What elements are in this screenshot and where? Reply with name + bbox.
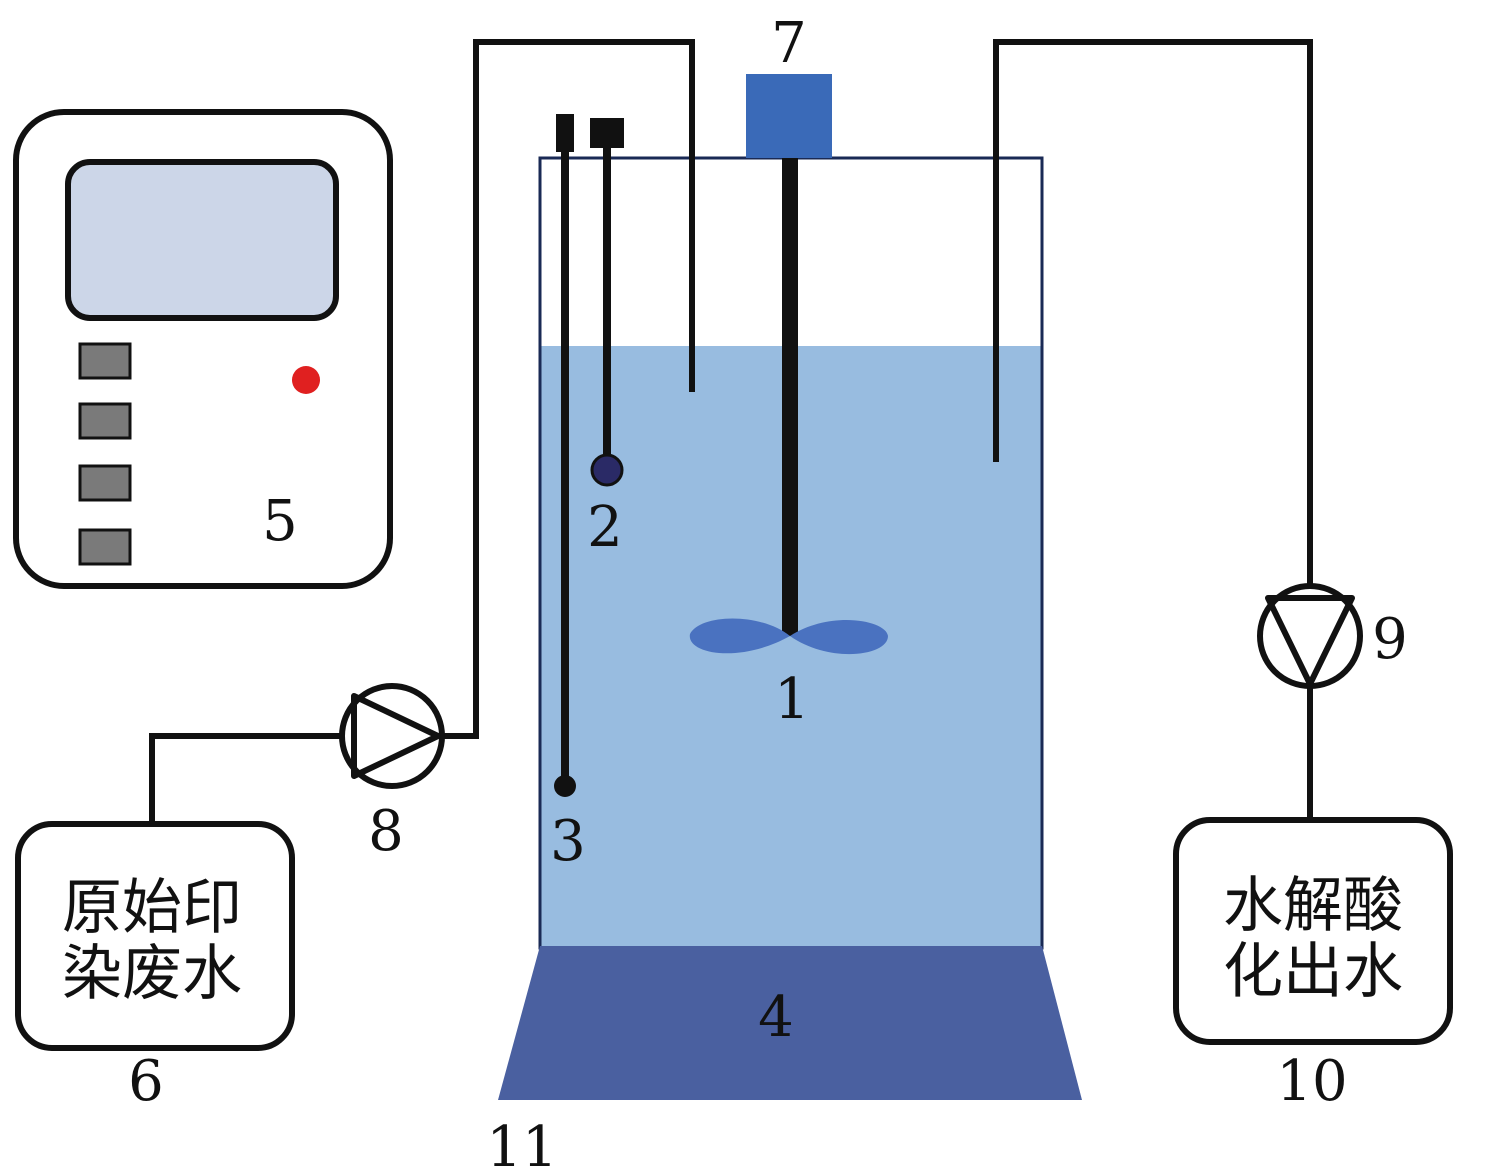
probe-3-rod xyxy=(561,150,569,786)
label-1: 1 xyxy=(774,667,810,732)
label-6: 6 xyxy=(128,1049,164,1114)
label-7: 7 xyxy=(771,11,807,76)
effluent-pump xyxy=(1257,583,1363,689)
probe-2-cap xyxy=(590,118,624,148)
effluent-pipe-inlet xyxy=(993,39,1313,586)
controller-button xyxy=(78,402,132,440)
raw-tank-box xyxy=(15,821,295,1051)
stirrer-motor xyxy=(746,74,832,158)
controller-screen xyxy=(65,159,339,321)
raw-tank-text-line2: 染废水 xyxy=(62,939,242,1009)
effluent-tank-text-line2: 化出水 xyxy=(1223,937,1403,1007)
probe-3-cap xyxy=(556,114,574,152)
effluent-line: 9 xyxy=(993,39,1408,824)
influent-line: 8 xyxy=(149,39,695,864)
pump-9-arrow-icon xyxy=(1265,595,1355,687)
stirrer-shaft xyxy=(782,158,798,636)
stirrer-assembly: 7 1 xyxy=(689,11,888,732)
indicator-light xyxy=(292,366,320,394)
probe-2-tip xyxy=(590,453,624,487)
controller-button xyxy=(78,528,132,566)
label-8: 8 xyxy=(368,799,404,864)
label-5: 5 xyxy=(262,489,298,554)
pump-8-arrow-icon xyxy=(351,693,441,779)
controller: 5 xyxy=(13,109,393,589)
influent-pipe-discharge xyxy=(442,39,695,739)
raw-tank-text-line1: 原始印 xyxy=(62,873,242,943)
probes: 3 2 xyxy=(550,114,624,874)
effluent-tank: 水解酸 化出水 10 xyxy=(1173,817,1453,1114)
label-4: 4 xyxy=(758,985,794,1050)
pump-8-body xyxy=(339,683,445,789)
label-10: 10 xyxy=(1276,1049,1347,1114)
magnetic-stirrer-base xyxy=(498,946,1082,1100)
influent-pipe-suction xyxy=(149,733,342,824)
label-11: 11 xyxy=(486,1115,557,1173)
controller-button xyxy=(78,342,132,380)
probe-2-rod xyxy=(603,146,611,470)
label-2: 2 xyxy=(587,495,623,560)
raw-wastewater-tank: 原始印 染废水 6 xyxy=(15,821,295,1114)
label-3: 3 xyxy=(550,809,586,874)
effluent-tank-box xyxy=(1173,817,1453,1045)
influent-pump xyxy=(339,683,445,789)
effluent-tank-text-line1: 水解酸 xyxy=(1223,871,1403,941)
impeller xyxy=(689,618,888,655)
probe-3-tip xyxy=(554,775,576,797)
label-9: 9 xyxy=(1372,607,1408,672)
controller-button xyxy=(78,464,132,502)
